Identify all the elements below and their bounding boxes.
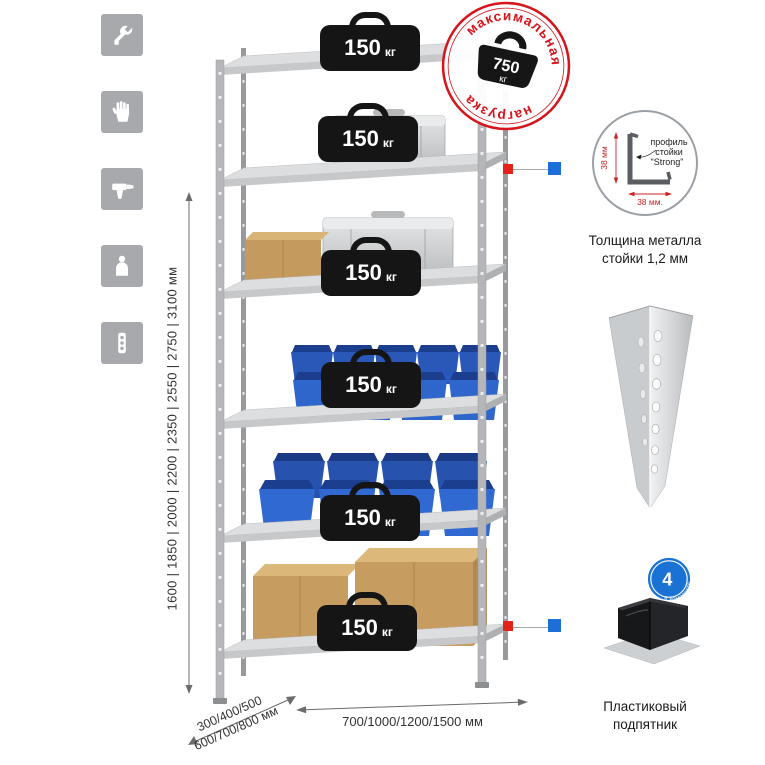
foot-caption-line2: подпятник	[612, 717, 678, 733]
profile-caption: Толщина металла стойки 1,2 мм	[575, 232, 715, 268]
wrench-icon	[114, 25, 133, 45]
post-profile-detail: 38 мм 38 мм. профиль стойки "Strong"	[592, 110, 698, 216]
stamp-weight-value: 750	[491, 54, 521, 77]
max-load-stamp: максимальная нагрузка 750 кг	[428, 0, 585, 144]
load-value: 150	[345, 260, 382, 285]
profile-label: профиль	[650, 137, 688, 147]
badge-value: 4	[662, 570, 673, 590]
stamp-weight-unit: кг	[498, 73, 508, 85]
feature-tile-assembly	[101, 14, 143, 56]
depth-dimension-arrow	[188, 696, 296, 745]
blue-marker	[548, 619, 561, 632]
profile-label: "Strong"	[651, 157, 684, 167]
load-unit: кг	[384, 44, 396, 59]
profile-dim-vertical: 38 мм	[599, 146, 609, 170]
foot-caption: Пластиковый подпятник	[575, 698, 715, 734]
load-value: 150	[341, 615, 378, 640]
feature-tile-person	[101, 245, 143, 287]
shelf-load-weight: 150 кг	[317, 605, 417, 651]
load-value: 150	[342, 126, 379, 151]
work-glove-icon	[112, 101, 130, 122]
person-icon	[116, 255, 128, 276]
width-dimension-label: 700/1000/1200/1500 мм	[342, 714, 483, 729]
height-dimension-label: 1600 | 1850 | 2000 | 2200 | 2350 | 2550 …	[164, 266, 180, 611]
red-marker	[503, 164, 513, 174]
load-value: 150	[344, 35, 381, 60]
load-unit: кг	[385, 269, 397, 284]
stamp-weight-handle	[494, 31, 527, 50]
load-value: 150	[345, 372, 382, 397]
load-unit: кг	[384, 514, 396, 529]
shelf-load-weight: 150 кг	[320, 495, 420, 541]
feature-tile-gloves	[101, 91, 143, 133]
load-value: 150	[344, 505, 381, 530]
foot-caption-line1: Пластиковый	[603, 699, 687, 714]
load-unit: кг	[385, 381, 397, 396]
callout-line-bottom	[506, 627, 552, 628]
load-unit: кг	[382, 135, 394, 150]
feature-tile-power	[101, 322, 143, 364]
kit-count-badge: 4 в комплекте	[646, 556, 692, 603]
height-dimension-arrow	[185, 192, 193, 694]
profile-caption-line2: стойки 1,2 мм	[601, 251, 689, 267]
profile-label: стойки	[655, 147, 683, 157]
shelf-load-weight: 150 кг	[320, 25, 420, 71]
shelf-load-weight: 150 кг	[321, 362, 421, 408]
red-marker	[503, 621, 513, 631]
profile-caption-line1: Толщина металла	[588, 233, 702, 248]
blue-marker	[548, 162, 561, 175]
profile-dim-horizontal: 38 мм.	[637, 197, 663, 207]
stamp-weight-body	[477, 44, 538, 88]
shelf-load-weight: 150 кг	[318, 116, 418, 162]
feature-tile-drill	[101, 168, 143, 210]
corner-post-illustration	[608, 305, 694, 509]
shelf-load-weight: 150 кг	[321, 250, 421, 296]
callout-line-top	[506, 169, 552, 170]
drill-icon	[112, 183, 134, 199]
power-strip-icon	[118, 332, 126, 354]
load-unit: кг	[381, 624, 393, 639]
width-dimension-arrow	[296, 698, 528, 714]
plastic-foot-illustration	[603, 598, 701, 665]
